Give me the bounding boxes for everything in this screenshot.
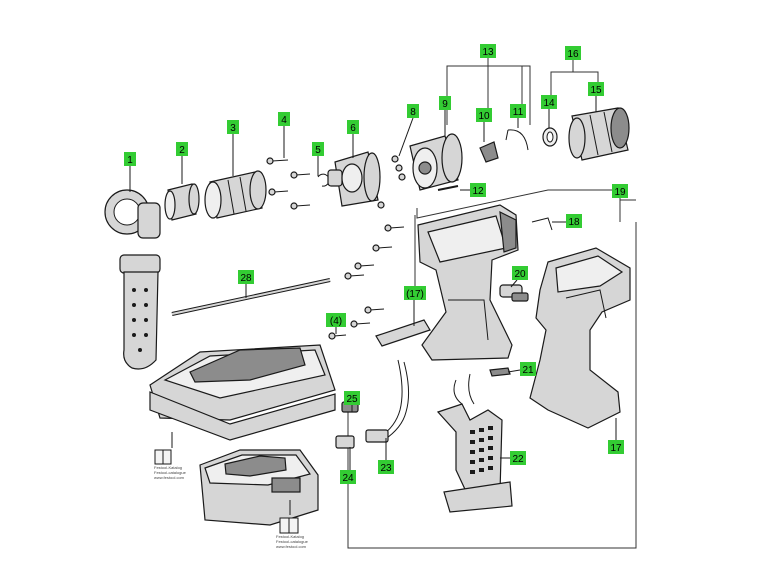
svg-text:1: 1 xyxy=(127,155,133,166)
catalog-text-2: Festool-catalogue xyxy=(154,470,187,475)
svg-text:28: 28 xyxy=(240,273,252,284)
catalog-text-4: Festool-Katalog xyxy=(276,534,304,539)
svg-text:11: 11 xyxy=(513,107,524,118)
svg-text:23: 23 xyxy=(380,463,392,474)
svg-text:10: 10 xyxy=(478,111,490,122)
spring-clip xyxy=(531,217,553,231)
keyless-chuck xyxy=(204,170,267,219)
svg-text:16: 16 xyxy=(567,49,579,60)
svg-text:(4): (4) xyxy=(330,316,342,327)
tag-3: 3 xyxy=(227,120,239,134)
dowel-pin xyxy=(437,185,459,191)
tag-4: 4 xyxy=(278,112,290,126)
svg-text:22: 22 xyxy=(512,454,524,465)
svg-text:15: 15 xyxy=(590,85,602,96)
tag-17a: (17) xyxy=(404,286,426,300)
svg-text:12: 12 xyxy=(472,186,484,197)
tag-6: 6 xyxy=(347,120,359,134)
tag-18: 18 xyxy=(566,214,582,228)
spring xyxy=(489,367,511,377)
svg-text:21: 21 xyxy=(522,365,534,376)
leader-lines xyxy=(129,96,617,470)
svg-text:14: 14 xyxy=(543,98,555,109)
gear-housing xyxy=(327,151,385,209)
catalog-reference-bottom: Festool-Katalog Festool-catalogue www.fe… xyxy=(276,500,309,549)
svg-text:17: 17 xyxy=(610,443,622,454)
tag-19: 19 xyxy=(612,184,628,198)
tag-10: 10 xyxy=(476,108,492,122)
tag-9: 9 xyxy=(439,96,451,110)
tag-4b: (4) xyxy=(326,313,346,327)
screws-4 xyxy=(266,157,311,210)
tag-13: 13 xyxy=(480,44,496,58)
svg-text:13: 13 xyxy=(482,47,494,58)
svg-text:20: 20 xyxy=(514,269,526,280)
tag-8: 8 xyxy=(407,104,419,118)
switch-part xyxy=(479,141,499,163)
tag-2: 2 xyxy=(176,142,188,156)
svg-text:2: 2 xyxy=(179,145,185,156)
tag-23: 23 xyxy=(378,460,394,474)
svg-text:25: 25 xyxy=(346,394,358,405)
catalog-text-1: Festool-Katalog xyxy=(154,465,182,470)
belt-clip xyxy=(375,319,431,347)
tag-24: 24 xyxy=(340,470,356,484)
depth-rod xyxy=(171,278,331,316)
gear-clip xyxy=(505,129,529,151)
catalog-text-6: www.festool.com xyxy=(276,544,307,549)
svg-text:9: 9 xyxy=(442,99,448,110)
pins xyxy=(391,155,406,181)
tag-12: 12 xyxy=(470,183,486,197)
led-wire xyxy=(365,359,410,443)
led-lens xyxy=(335,435,355,449)
tag-1: 1 xyxy=(124,152,136,166)
svg-text:19: 19 xyxy=(614,187,626,198)
catalog-reference-top: Festool-Katalog Festool-catalogue www.fe… xyxy=(154,432,187,480)
svg-text:18: 18 xyxy=(568,217,580,228)
battery-pack xyxy=(199,449,319,526)
chuck-sleeve xyxy=(164,183,200,221)
svg-text:5: 5 xyxy=(315,145,321,156)
tag-15: 15 xyxy=(588,82,604,96)
charger xyxy=(149,344,336,441)
tag-22: 22 xyxy=(510,451,526,465)
tag-11: 11 xyxy=(510,104,526,118)
tag-20: 20 xyxy=(512,266,528,280)
tag-28: 28 xyxy=(238,270,254,284)
svg-text:24: 24 xyxy=(342,473,354,484)
svg-text:6: 6 xyxy=(350,123,356,134)
tag-14: 14 xyxy=(541,95,557,109)
tag-21: 21 xyxy=(520,362,536,376)
housing-left-half xyxy=(417,204,519,361)
gearbox xyxy=(409,133,463,191)
tag-16: 16 xyxy=(565,46,581,60)
catalog-text-5: Festool-catalogue xyxy=(276,539,309,544)
svg-text:8: 8 xyxy=(410,107,416,118)
svg-text:(17): (17) xyxy=(406,289,424,300)
motor xyxy=(568,107,630,161)
svg-text:4: 4 xyxy=(281,115,287,126)
side-handle xyxy=(104,189,161,370)
tag-25: 25 xyxy=(344,391,360,405)
tag-5: 5 xyxy=(312,142,324,156)
housing-right-half xyxy=(529,247,631,429)
battery-contact-board xyxy=(436,373,513,513)
svg-text:3: 3 xyxy=(230,123,236,134)
tag-17b: 17 xyxy=(608,440,624,454)
direction-switch xyxy=(499,284,529,302)
catalog-text-3: www.festool.com xyxy=(154,475,185,480)
housing-screws xyxy=(328,224,405,340)
washer xyxy=(542,127,558,147)
